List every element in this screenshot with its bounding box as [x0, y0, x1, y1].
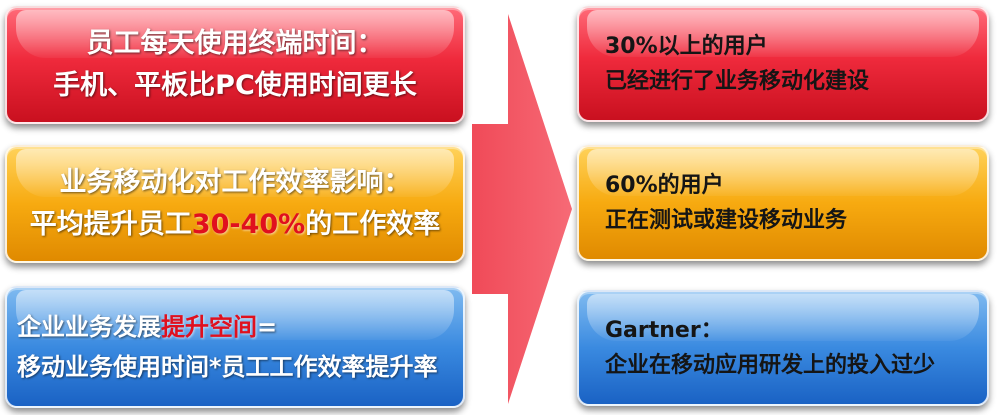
growth-highlight: 提升空间	[161, 313, 257, 341]
efficiency-line2-post: 的工作效率	[305, 209, 441, 240]
left-box-terminal-time-line2: 手机、平板比PC使用时间更长	[53, 70, 417, 101]
right-box-mobilized-users-line1: 30%以上的用户	[605, 34, 768, 59]
efficiency-highlight: 30-40%	[191, 209, 306, 240]
left-box-business-growth: 企业业务发展提升空间= 移动业务使用时间*员工工作效率提升率	[5, 286, 465, 408]
left-box-terminal-time-text: 员工每天使用终端时间： 手机、平板比PC使用时间更长	[7, 8, 463, 122]
efficiency-line2-pre: 平均提升员工	[29, 209, 192, 240]
left-box-efficiency-impact: 业务移动化对工作效率影响： 平均提升员工30-40%的工作效率	[5, 145, 465, 263]
right-box-testing-users-line2: 正在测试或建设移动业务	[605, 208, 848, 233]
left-box-terminal-time-line1: 员工每天使用终端时间：	[86, 28, 384, 59]
left-box-business-growth-line1: 企业业务发展提升空间=	[17, 307, 277, 347]
left-box-terminal-time: 员工每天使用终端时间： 手机、平板比PC使用时间更长	[5, 6, 465, 124]
right-box-gartner: Gartner： 企业在移动应用研发上的投入过少	[577, 290, 989, 406]
left-box-efficiency-impact-line2: 平均提升员工30-40%的工作效率	[30, 204, 440, 246]
right-arrow-icon	[472, 14, 572, 404]
left-box-business-growth-line2: 移动业务使用时间*员工工作效率提升率	[17, 353, 438, 381]
right-arrow-shape	[472, 14, 572, 404]
left-box-efficiency-impact-text: 业务移动化对工作效率影响： 平均提升员工30-40%的工作效率	[7, 147, 463, 261]
growth-line1-post: =	[257, 313, 278, 341]
left-box-efficiency-impact-line1: 业务移动化对工作效率影响：	[59, 167, 411, 198]
right-box-gartner-line1: Gartner：	[605, 318, 723, 343]
right-box-mobilized-users: 30%以上的用户 已经进行了业务移动化建设	[577, 6, 989, 122]
right-box-testing-users: 60%的用户 正在测试或建设移动业务	[577, 145, 989, 261]
right-box-gartner-line2: 企业在移动应用研发上的投入过少	[605, 353, 936, 378]
right-box-gartner-text: Gartner： 企业在移动应用研发上的投入过少	[605, 292, 979, 404]
growth-line1-pre: 企业业务发展	[17, 313, 161, 341]
right-box-mobilized-users-text: 30%以上的用户 已经进行了业务移动化建设	[605, 8, 979, 120]
right-box-testing-users-line1: 60%的用户	[605, 173, 724, 198]
right-box-mobilized-users-line2: 已经进行了业务移动化建设	[605, 69, 870, 94]
right-box-testing-users-text: 60%的用户 正在测试或建设移动业务	[605, 147, 979, 259]
left-box-business-growth-text: 企业业务发展提升空间= 移动业务使用时间*员工工作效率提升率	[7, 288, 463, 406]
